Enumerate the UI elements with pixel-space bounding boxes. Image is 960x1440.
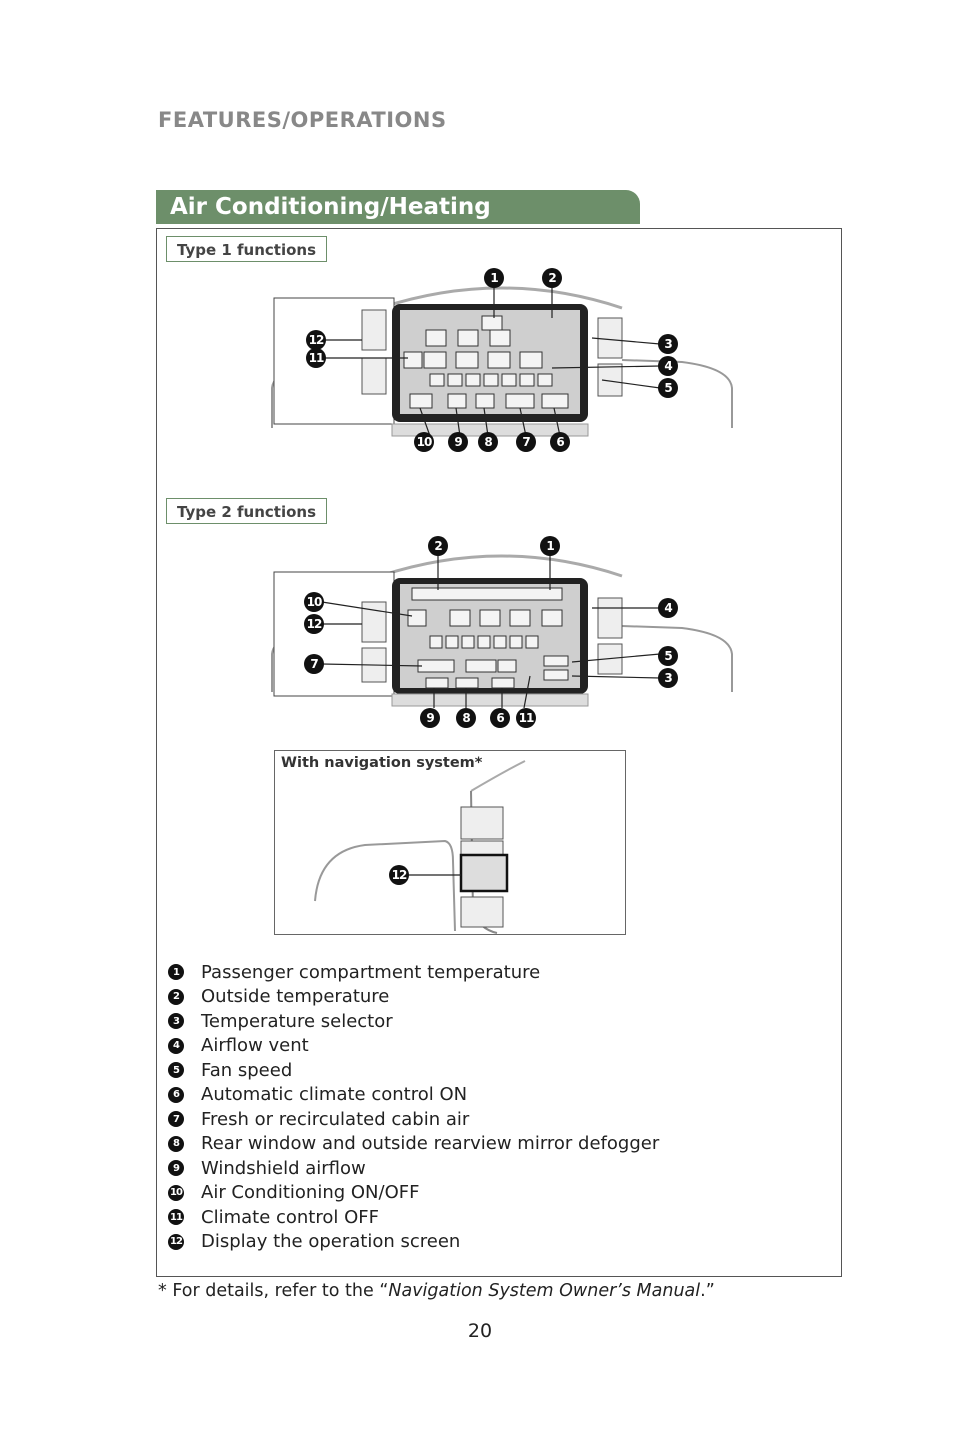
type1-callout-9: 9 [448, 432, 468, 452]
type1-callout-8: 8 [478, 432, 498, 452]
content-box [156, 228, 842, 1277]
legend-number: 6 [168, 1086, 184, 1103]
legend-item: 3 Temperature selector [168, 1009, 659, 1034]
legend-item: 6 Automatic climate control ON [168, 1083, 659, 1108]
legend-item: 1 Passenger compartment temperature [168, 960, 659, 985]
type2-callout-10: 10 [304, 592, 324, 612]
type1-callout-2: 2 [542, 268, 562, 288]
legend-number: 1 [168, 964, 184, 981]
legend-number: 4 [168, 1037, 184, 1054]
type2-callout-6: 6 [490, 708, 510, 728]
legend-number: 10 [168, 1184, 184, 1201]
legend-text: Airflow vent [201, 1035, 309, 1057]
type1-callout-12: 12 [306, 330, 326, 350]
type1-callout-7: 7 [516, 432, 536, 452]
page-number: 20 [467, 1320, 493, 1342]
legend-text: Display the operation screen [201, 1231, 461, 1253]
legend-item: 9 Windshield airflow [168, 1156, 659, 1181]
legend-item: 4 Airflow vent [168, 1034, 659, 1059]
type1-dashboard-figure: 1 2 12 11 3 4 5 10 9 8 7 6 [262, 268, 742, 468]
legend-number: 9 [168, 1160, 184, 1177]
type2-callout-3: 3 [658, 668, 678, 688]
type2-callout-4: 4 [658, 598, 678, 618]
type1-callout-3: 3 [658, 334, 678, 354]
type2-callout-7: 7 [304, 654, 324, 674]
type1-callout-10: 10 [414, 432, 434, 452]
type1-callout-6: 6 [550, 432, 570, 452]
type2-callout-9: 9 [420, 708, 440, 728]
type1-label: Type 1 functions [166, 236, 328, 262]
legend-list: 1 Passenger compartment temperature 2 Outs… [168, 960, 659, 1254]
section-tab-title: Air Conditioning/Heating [156, 190, 640, 224]
footnote-suffix: .” [700, 1281, 715, 1301]
legend-text: Temperature selector [201, 1010, 393, 1032]
legend-text: Windshield airflow [201, 1157, 366, 1179]
type2-callout-2: 2 [428, 536, 448, 556]
legend-text: Fan speed [201, 1059, 293, 1081]
legend-number: 11 [168, 1209, 184, 1226]
footnote: * For details, refer to the “Navigation … [158, 1281, 715, 1301]
type1-callout-1: 1 [484, 268, 504, 288]
type2-callout-11: 11 [516, 708, 536, 728]
navigation-callout-12: 12 [389, 865, 409, 885]
legend-number: 2 [168, 988, 184, 1005]
type2-callout-12: 12 [304, 614, 324, 634]
legend-text: Climate control OFF [201, 1206, 379, 1228]
legend-text: Air Conditioning ON/OFF [201, 1182, 420, 1204]
legend-text: Rear window and outside rearview mirror … [201, 1133, 660, 1155]
navigation-button-figure [314, 760, 526, 934]
legend-item: 7 Fresh or recirculated cabin air [168, 1107, 659, 1132]
type1-callout-5: 5 [658, 378, 678, 398]
legend-number: 7 [168, 1111, 184, 1128]
legend-item: 11 Climate control OFF [168, 1205, 659, 1230]
legend-text: Outside temperature [201, 986, 390, 1008]
section-header: FEATURES/OPERATIONS [158, 108, 447, 132]
type2-callout-5: 5 [658, 646, 678, 666]
legend-number: 3 [168, 1013, 184, 1030]
legend-item: 8 Rear window and outside rearview mirror… [168, 1132, 659, 1157]
legend-item: 10 Air Conditioning ON/OFF [168, 1181, 659, 1206]
legend-item: 12 Display the operation screen [168, 1230, 659, 1255]
legend-item: 2 Outside temperature [168, 985, 659, 1010]
type2-dashboard-figure: 2 1 10 12 7 4 5 3 9 8 6 11 [262, 532, 742, 742]
type2-callout-1: 1 [540, 536, 560, 556]
type2-label: Type 2 functions [166, 498, 328, 524]
legend-number: 12 [168, 1233, 184, 1250]
legend-item: 5 Fan speed [168, 1058, 659, 1083]
type1-callout-4: 4 [658, 356, 678, 376]
legend-text: Passenger compartment temperature [201, 961, 541, 983]
footnote-prefix: * For details, refer to the “ [158, 1281, 389, 1301]
type2-callout-8: 8 [456, 708, 476, 728]
navigation-inset: With navigation system* 12 [274, 750, 626, 935]
type1-callout-11: 11 [306, 348, 326, 368]
legend-text: Fresh or recirculated cabin air [201, 1108, 470, 1130]
navigation-inset-label: With navigation system* [281, 755, 483, 771]
legend-number: 5 [168, 1062, 184, 1079]
footnote-manual-title: Navigation System Owner’s Manual [388, 1281, 701, 1301]
legend-number: 8 [168, 1135, 184, 1152]
legend-text: Automatic climate control ON [201, 1084, 468, 1106]
